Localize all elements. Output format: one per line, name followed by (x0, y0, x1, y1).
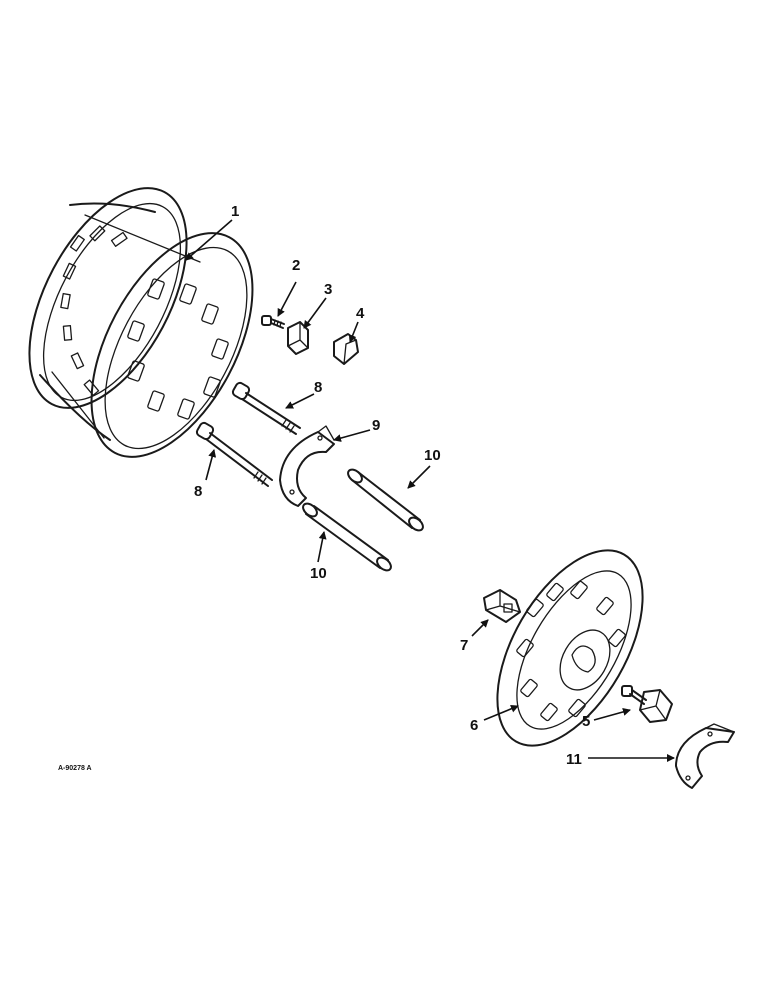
clamp-part-7 (483, 589, 521, 623)
callout-labels: 1 2 3 4 8 9 8 10 10 7 6 5 11 (194, 203, 590, 768)
callout-2: 2 (292, 257, 300, 274)
callout-7: 7 (460, 637, 468, 654)
callout-6: 6 (470, 717, 478, 734)
callout-10-upper: 10 (424, 447, 441, 464)
long-bolt-upper (231, 381, 301, 435)
callout-3: 3 (324, 281, 332, 298)
clamp-small (333, 333, 359, 365)
small-bolt (261, 315, 285, 329)
callout-5: 5 (582, 713, 590, 730)
wheel-rim (28, 187, 254, 458)
retainer-plate (279, 425, 335, 507)
callout-11: 11 (566, 751, 582, 768)
wheel-disc (496, 549, 644, 747)
leader-lines (185, 219, 675, 762)
bolt-and-clamp (621, 685, 673, 723)
spacer-tube-lower (302, 502, 392, 572)
callout-9: 9 (372, 417, 380, 434)
callout-8-upper: 8 (314, 379, 322, 396)
callout-1: 1 (231, 203, 239, 220)
clamp (287, 321, 309, 355)
callout-10-lower: 10 (310, 565, 327, 582)
callout-4: 4 (356, 305, 365, 322)
figure-reference: A-90278 A (58, 765, 92, 772)
retainer-part-11 (675, 723, 735, 789)
spacer-tube-upper (347, 468, 424, 532)
long-bolt-lower (195, 421, 273, 487)
callout-8-lower: 8 (194, 483, 202, 500)
